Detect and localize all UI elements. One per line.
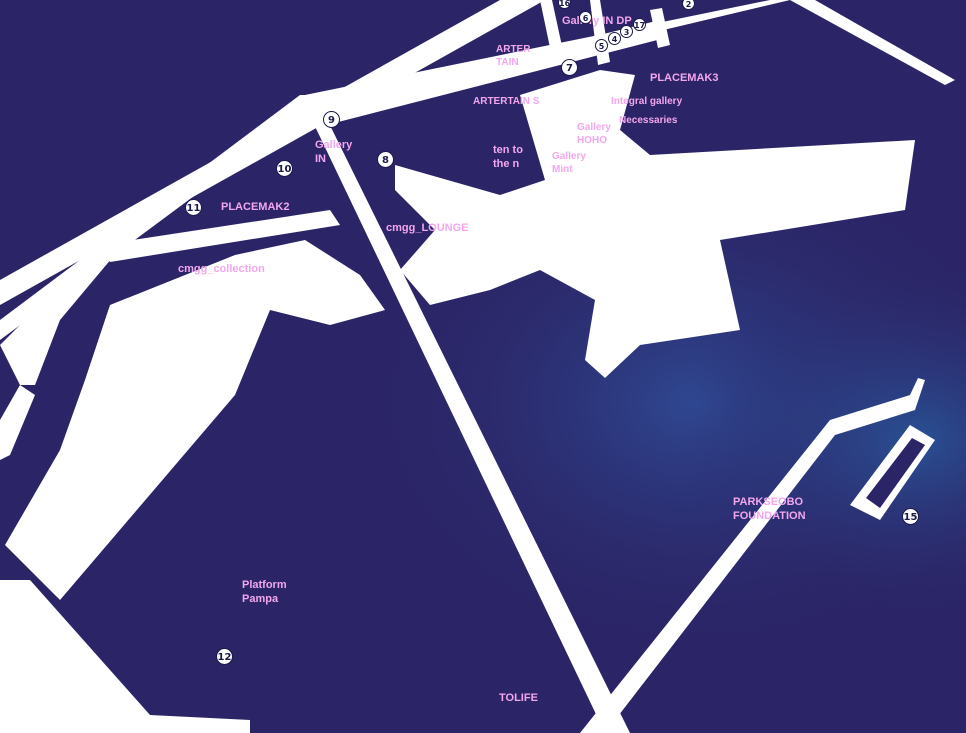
label-integral-gallery: Integral gallery <box>611 96 683 107</box>
marker-6[interactable]: 6 <box>579 11 592 24</box>
marker-10[interactable]: 10 <box>276 160 293 177</box>
label-gallery-in: Gallery IN <box>315 139 353 165</box>
label-ten-to-the-n: ten to the n <box>493 144 523 170</box>
label-gallery-hoho: Gallery HOHO <box>577 122 611 146</box>
marker-15[interactable]: 15 <box>902 508 919 525</box>
road-mid2 <box>305 20 665 128</box>
marker-16[interactable]: 16 <box>558 0 571 9</box>
label-tolife: TOLIFE <box>499 692 538 704</box>
label-cmgg-lounge: cmgg_LOUNGE <box>386 222 469 234</box>
label-necessaries: Necessaries <box>619 115 678 126</box>
label-cmgg-collection: cmgg_collection <box>178 263 265 275</box>
marker-5[interactable]: 5 <box>595 39 608 52</box>
block-collection <box>5 240 385 600</box>
label-placemak2: PLACEMAK2 <box>221 201 290 213</box>
road-vertical <box>300 95 630 733</box>
marker-8[interactable]: 8 <box>377 151 394 168</box>
inner-block-parkseobo <box>866 438 925 508</box>
marker-9[interactable]: 9 <box>323 111 340 128</box>
label-platform-pampa: Platform Pampa <box>242 579 287 605</box>
street-gallery-a <box>540 0 565 62</box>
label-placemak3: PLACEMAK3 <box>650 72 719 84</box>
block-lounge <box>395 70 915 378</box>
marker-3[interactable]: 3 <box>620 25 633 38</box>
block-southwest <box>0 580 250 733</box>
label-gallery-mint: Gallery Mint <box>552 151 586 175</box>
road-far-east <box>790 0 955 85</box>
marker-12[interactable]: 12 <box>216 648 233 665</box>
road-west-loop <box>0 245 112 385</box>
marker-17[interactable]: 17 <box>633 18 646 31</box>
road-west-left <box>0 385 35 460</box>
road-southeast <box>580 378 925 733</box>
marker-11[interactable]: 11 <box>185 199 202 216</box>
road-placemak2 <box>100 210 340 262</box>
marker-2[interactable]: 2 <box>682 0 695 10</box>
label-arter-tain: ARTER TAIN <box>496 44 531 68</box>
label-parkseobo-foundation: PARKSEOBO FOUNDATION <box>733 496 806 522</box>
street-gallery-c <box>650 8 670 48</box>
label-artertain-s: ARTERTAIN S <box>473 96 540 107</box>
marker-4[interactable]: 4 <box>608 32 621 45</box>
marker-7[interactable]: 7 <box>561 59 578 76</box>
